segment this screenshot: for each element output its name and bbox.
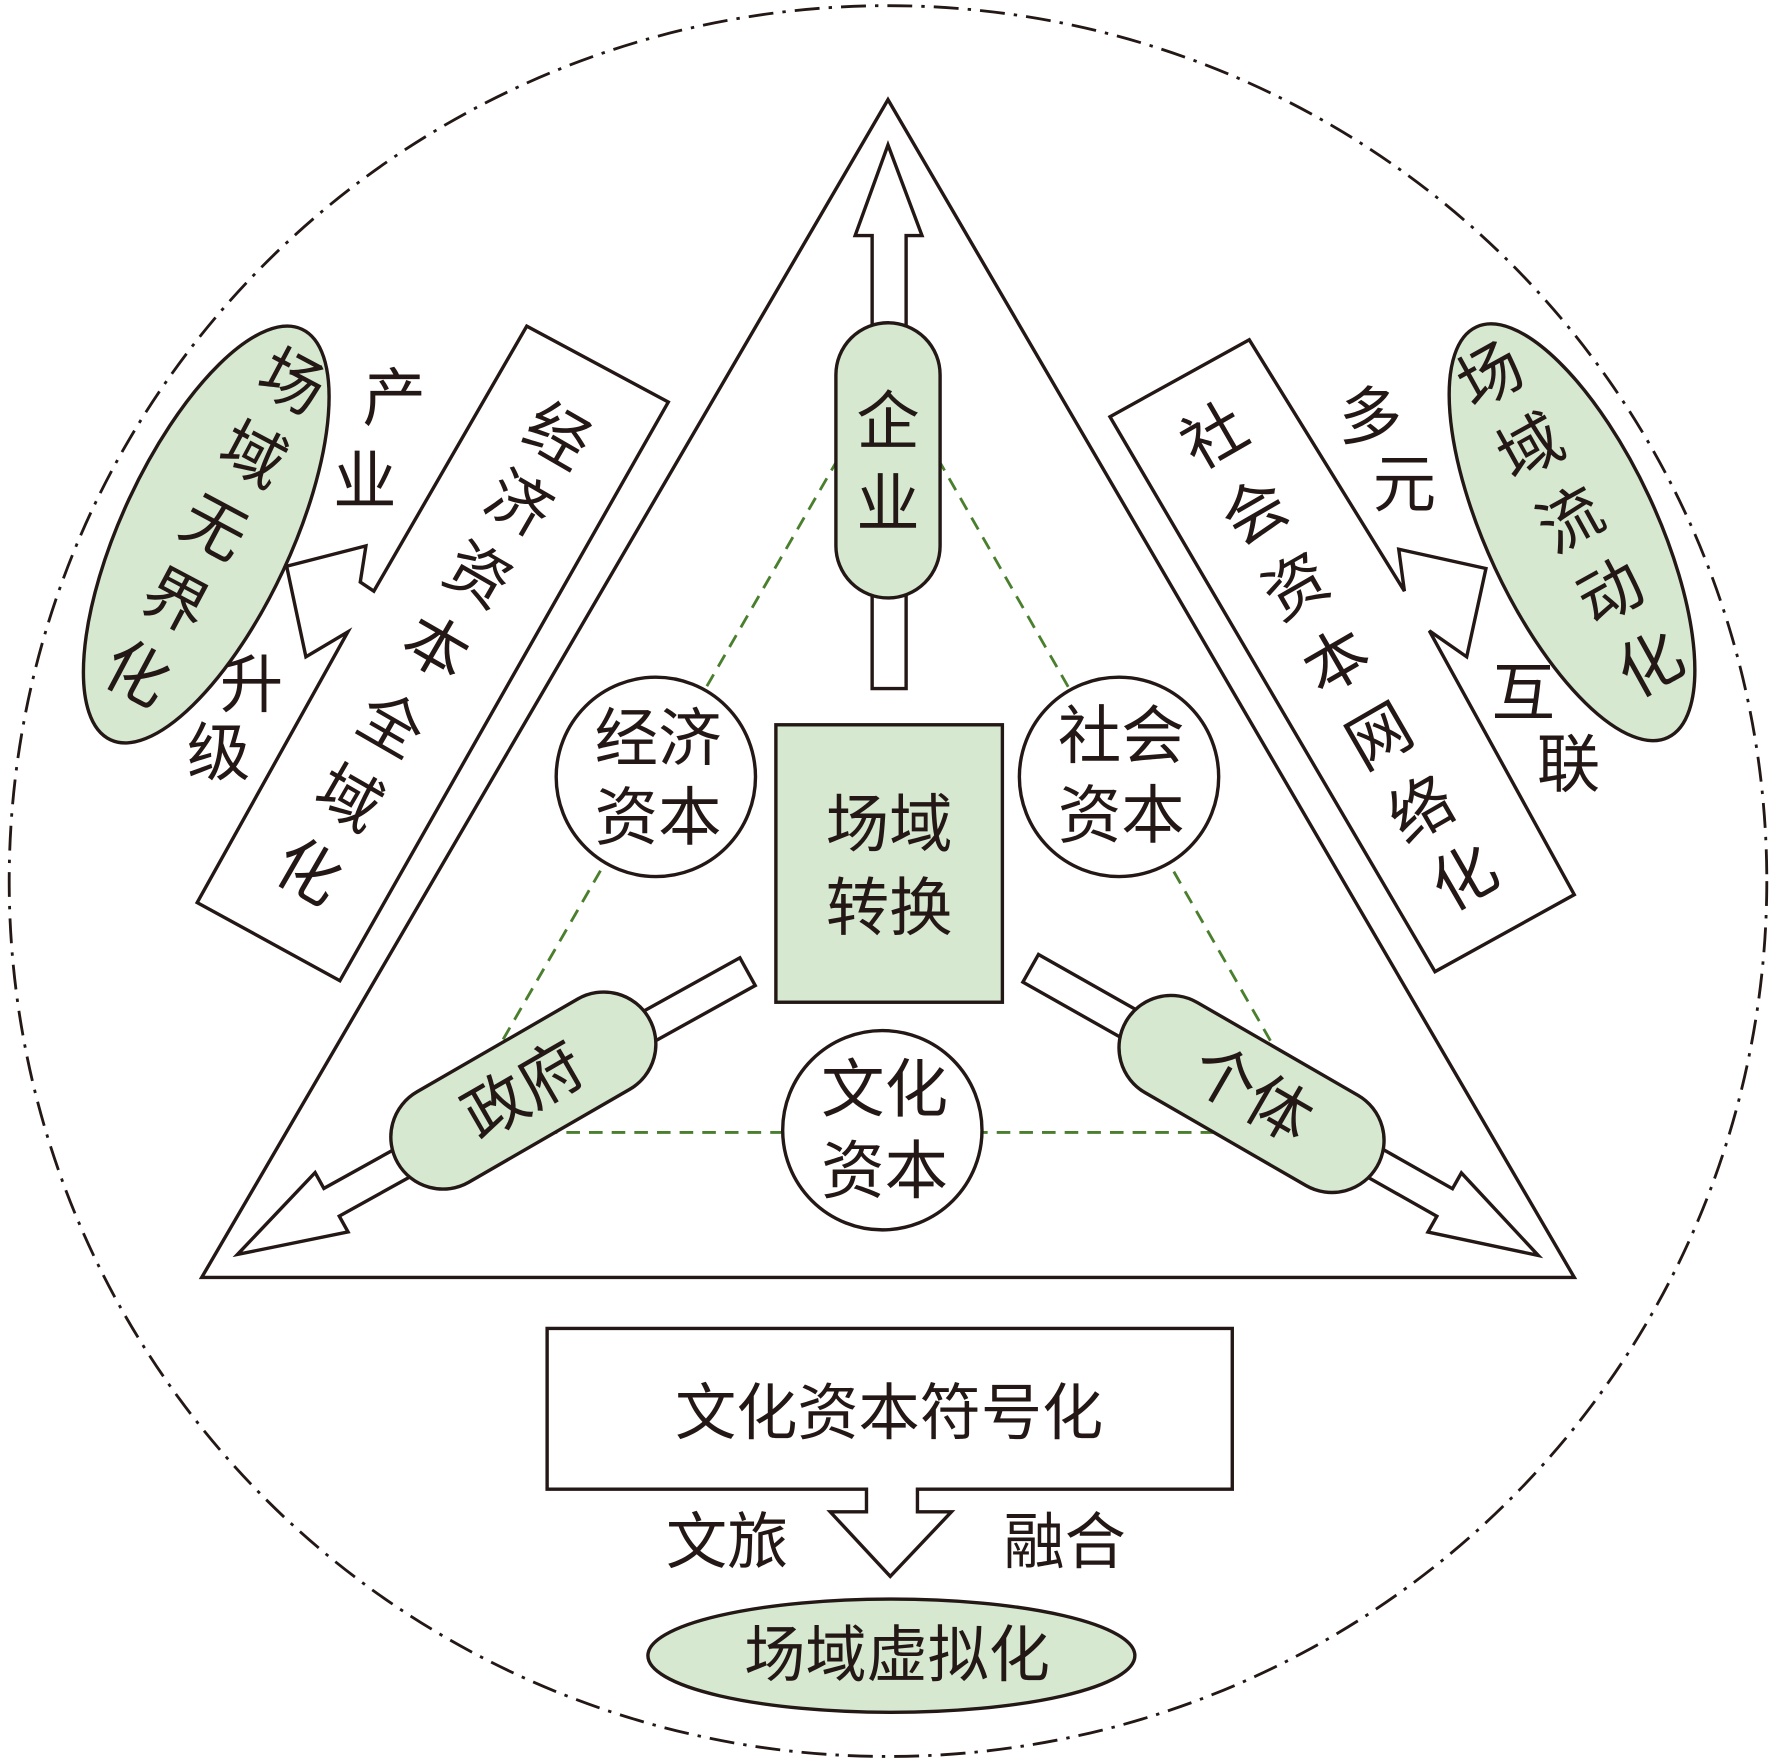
enterprise-label-1: 企	[856, 384, 919, 458]
outer-boundary-circle	[7, 4, 1769, 1758]
social-capital-line2: 资本	[1058, 778, 1185, 852]
enterprise-label-2: 业	[856, 467, 919, 541]
economic-globalization-box	[194, 323, 671, 984]
cultural-symbolization-label: 文化资本符号化	[675, 1378, 1103, 1449]
field-conversion-box: 场域 转换	[774, 723, 1005, 1004]
social-capital-line1: 社会	[1058, 699, 1185, 773]
center-label-2: 转换	[826, 871, 953, 945]
virtual-field-label: 场域虚拟化	[744, 1620, 1050, 1691]
industry-char: 产	[363, 362, 426, 436]
cultural-capital-line2: 资本	[821, 1134, 948, 1208]
economic-capital-line1: 经济	[595, 701, 722, 775]
cultural-capital-line1: 文化	[821, 1052, 948, 1126]
social-capital-circle: 社会 资本	[1017, 675, 1221, 879]
virtual-field-ellipse: 场域虚拟化	[646, 1597, 1137, 1715]
upgrade-char: 级	[187, 716, 250, 790]
economic-capital-circle: 经济 资本	[554, 675, 758, 879]
interconnect-char: 互	[1492, 656, 1555, 730]
social-networking-box	[1107, 337, 1577, 974]
interconnect-char: 联	[1537, 727, 1600, 801]
enterprise-capsule: 企 业	[834, 321, 942, 600]
center-label-1: 场域	[826, 787, 953, 861]
integration-label: 融合	[1004, 1507, 1126, 1578]
cultural-capital-circle: 文化 资本	[780, 1028, 984, 1232]
industry-char: 业	[333, 444, 396, 518]
diverse-char: 多	[1339, 380, 1402, 454]
diverse-char: 元	[1373, 448, 1436, 522]
culture-tourism-label: 文旅	[666, 1507, 788, 1578]
economic-capital-line2: 资本	[595, 781, 722, 855]
cultural-symbolization-box	[545, 1326, 1234, 1579]
